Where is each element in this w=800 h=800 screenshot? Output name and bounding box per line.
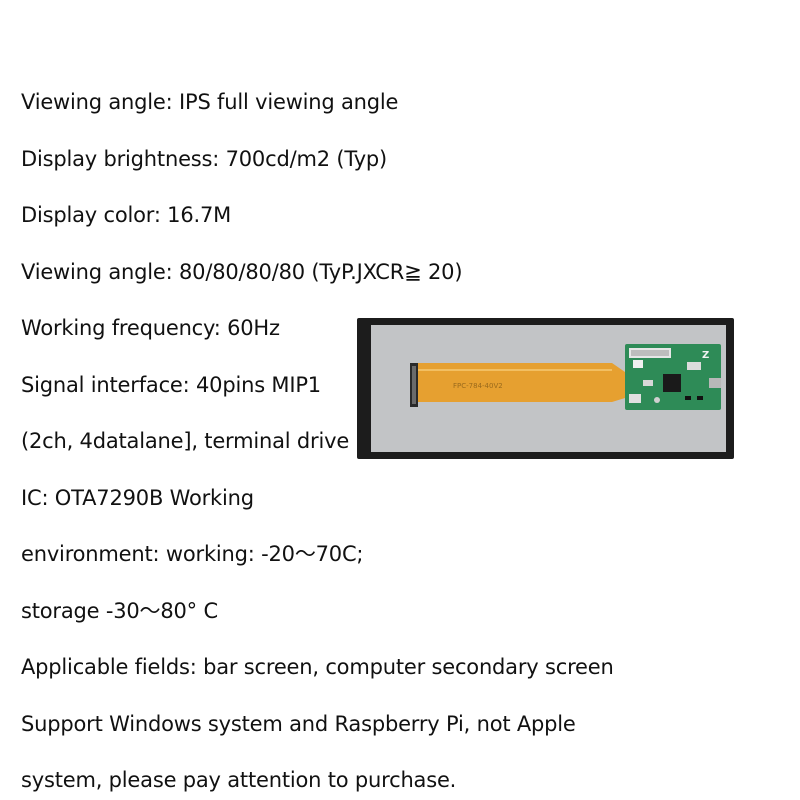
spec-line-support-systems-cont: system, please pay attention to purchase…: [21, 768, 457, 792]
spec-line-storage: storage -30〜80° C: [21, 599, 218, 623]
spec-line-applicable-fields: Applicable fields: bar screen, computer …: [21, 655, 614, 679]
spec-line-ic: IC: OTA7290B Working: [21, 486, 254, 510]
spec-line-working-frequency: Working frequency: 60Hz: [21, 316, 280, 340]
controller-chip: [663, 374, 681, 392]
pcb-logo: Z: [702, 350, 709, 361]
spec-line-signal-interface: Signal interface: 40pins MIP1: [21, 373, 321, 397]
usb-port: [709, 378, 721, 388]
spec-line-viewing-angle-ips: Viewing angle: IPS full viewing angle: [21, 90, 399, 114]
spec-line-environment: environment: working: -20〜70C;: [21, 542, 364, 566]
fpc-cable: [418, 363, 625, 402]
spec-line-display-color: Display color: 16.7M: [21, 203, 232, 227]
spec-line-viewing-angle-values: Viewing angle: 80/80/80/80 (TyP.JXCR≧ 20…: [21, 260, 463, 284]
spec-line-support-systems: Support Windows system and Raspberry Pi,…: [21, 712, 576, 736]
spec-line-signal-interface-cont: (2ch, 4datalane], terminal drive: [21, 429, 350, 453]
spec-line-display-brightness: Display brightness: 700cd/m2 (Typ): [21, 147, 388, 171]
fpc-cable-label: FPC-784-40V2: [453, 382, 503, 390]
lcd-module-photo: FPC-784-40V2 Z: [357, 318, 734, 459]
